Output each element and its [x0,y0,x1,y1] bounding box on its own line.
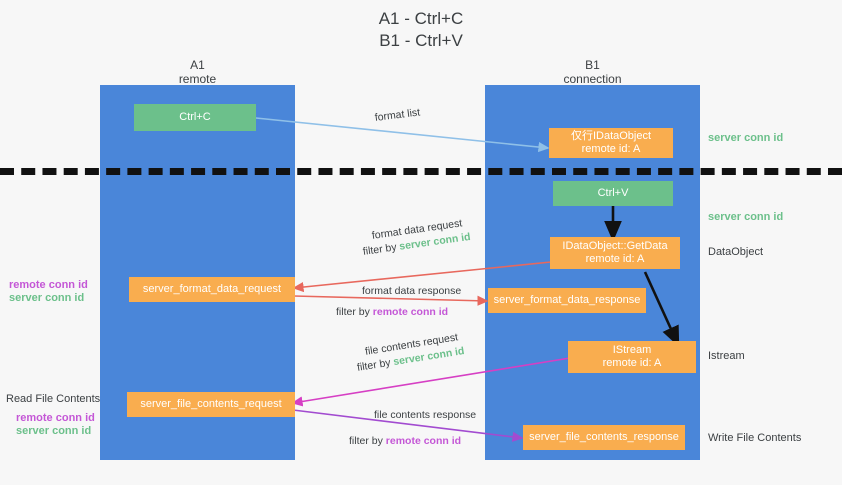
node-server-file-contents-response-label: server_file_contents_response [529,431,679,443]
title-line-1: A1 - Ctrl+C [378,9,464,28]
label-write-file-contents: Write File Contents [708,432,802,444]
diagram-title: A1 - Ctrl+C B1 - Ctrl+V [0,8,842,52]
node-ctrl-c[interactable]: Ctrl+C [134,104,256,131]
filter-value-remote-conn-id: remote conn id [385,435,462,447]
edge-label-format-data-response: format data response [362,285,462,297]
node-server-format-data-response[interactable]: server_format_data_response [488,288,646,313]
node-idataobject-line1: 仅行IDataObject [570,130,652,142]
node-server-format-data-request-label: server_format_data_request [142,283,282,295]
label-dataobject: DataObject [708,246,764,258]
column-a1-name: A1 [190,58,205,72]
filter-prefix: filter by [349,435,386,447]
node-ctrl-v[interactable]: Ctrl+V [553,181,673,206]
label-server-conn-id-2: server conn id [16,425,92,437]
node-server-format-data-response-label: server_format_data_response [493,294,641,306]
node-getdata-line1: IDataObject::GetData [562,240,668,252]
filter-prefix: filter by [362,240,401,258]
filter-value-remote-conn-id: remote conn id [372,306,449,318]
title-line-2: B1 - Ctrl+V [379,31,463,50]
column-header-a1: A1 remote [120,58,275,86]
label-server-conn-id-top: server conn id [708,132,784,144]
phase-separator [0,168,842,175]
node-ctrl-v-label: Ctrl+V [597,187,629,199]
label-remote-conn-id-1: remote conn id [9,279,88,291]
node-istream-line2: remote id: A [602,357,662,369]
column-a1-sub: remote [178,72,217,86]
column-b1-name: B1 [585,58,600,72]
edge-label-file-contents-response: file contents response [374,409,477,421]
node-server-file-contents-response[interactable]: server_file_contents_response [523,425,685,450]
edge-label-file-contents-response-filter: filter by remote conn id [349,434,461,448]
column-header-b1: B1 connection [515,58,670,86]
node-idataobject-getdata[interactable]: IDataObject::GetData remote id: A [550,237,680,269]
node-idataobject[interactable]: 仅行IDataObject remote id: A [549,128,673,158]
label-istream: Istream [708,350,745,362]
node-istream-line1: IStream [612,344,652,356]
label-server-conn-id-mid: server conn id [708,211,784,223]
label-server-conn-id-1: server conn id [9,292,85,304]
edge-label-format-data-response-filter: filter by remote conn id [336,305,448,319]
label-remote-conn-id-2: remote conn id [16,412,95,424]
node-idataobject-line2: remote id: A [581,143,641,155]
column-b1-sub: connection [563,72,622,86]
node-server-format-data-request[interactable]: server_format_data_request [129,277,295,302]
filter-prefix: filter by [336,306,373,318]
node-server-file-contents-request[interactable]: server_file_contents_request [127,392,295,417]
node-ctrl-c-label: Ctrl+C [179,111,211,123]
filter-prefix: filter by [356,356,395,374]
label-read-file-contents: Read File Contents [6,393,101,405]
node-istream[interactable]: IStream remote id: A [568,341,696,373]
edge-label-format-list: format list [374,106,421,124]
node-getdata-line2: remote id: A [585,253,645,265]
node-server-file-contents-request-label: server_file_contents_request [140,398,282,410]
